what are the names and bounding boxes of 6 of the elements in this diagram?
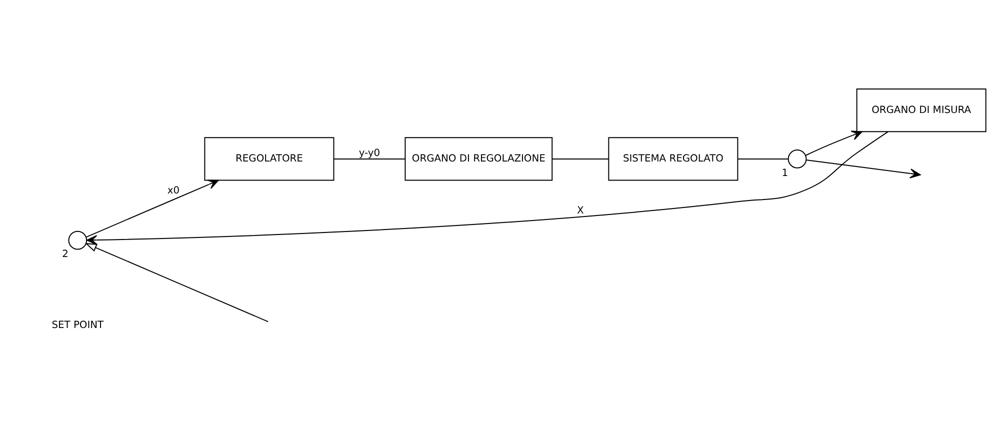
edge-label: x0 — [167, 186, 180, 197]
node-label: 2 — [62, 249, 68, 260]
label: SET POINT — [52, 320, 104, 332]
edge-label: y-y0 — [358, 148, 380, 159]
edge-label: X — [576, 206, 584, 217]
node-label: 1 — [782, 168, 788, 179]
